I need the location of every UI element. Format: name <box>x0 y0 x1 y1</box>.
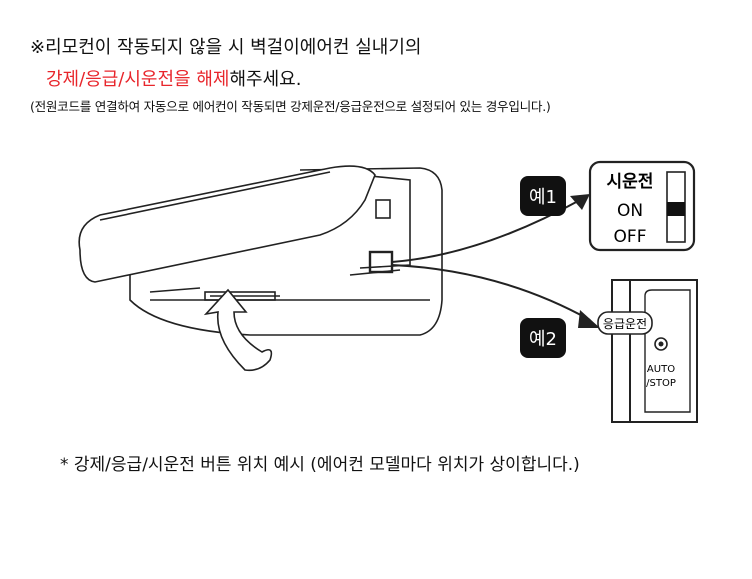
test-run-label: 시운전 <box>607 172 654 192</box>
emergency-run-label: 응급운전 <box>603 317 647 331</box>
notice-line-3: (전원코드를 연결하여 자동으로 에어컨이 작동되면 강제운전/응급운전으로 설… <box>30 99 551 114</box>
notice-line-2: 강제/응급/시운전을 해제해주세요. <box>46 65 301 91</box>
notice-highlight: 강제/응급/시운전을 해제 <box>46 69 230 90</box>
caption: * 강제/응급/시운전 버튼 위치 예시 (에어컨 모델마다 위치가 상이합니다… <box>60 455 580 475</box>
off-label: OFF <box>614 227 647 247</box>
notice-line-1: ※리모컨이 작동되지 않을 시 벽걸이에어컨 실내기의 <box>30 37 422 58</box>
arrow-to-example2 <box>391 264 591 321</box>
example1-badge-label: 예1 <box>529 187 557 208</box>
example1-badge <box>520 176 566 216</box>
switch-knob <box>667 202 685 216</box>
stop-label: /STOP <box>646 378 676 389</box>
example2-badge <box>520 318 566 358</box>
emergency-run-tag <box>597 311 653 335</box>
notice-line-2-rest: 해주세요. <box>229 69 302 90</box>
lift-arrow-icon <box>203 288 273 372</box>
emergency-panel <box>611 279 698 423</box>
example2-badge-label: 예2 <box>529 329 557 350</box>
auto-label: AUTO <box>647 364 675 375</box>
on-label: ON <box>617 201 643 221</box>
air-conditioner-unit <box>78 165 443 336</box>
